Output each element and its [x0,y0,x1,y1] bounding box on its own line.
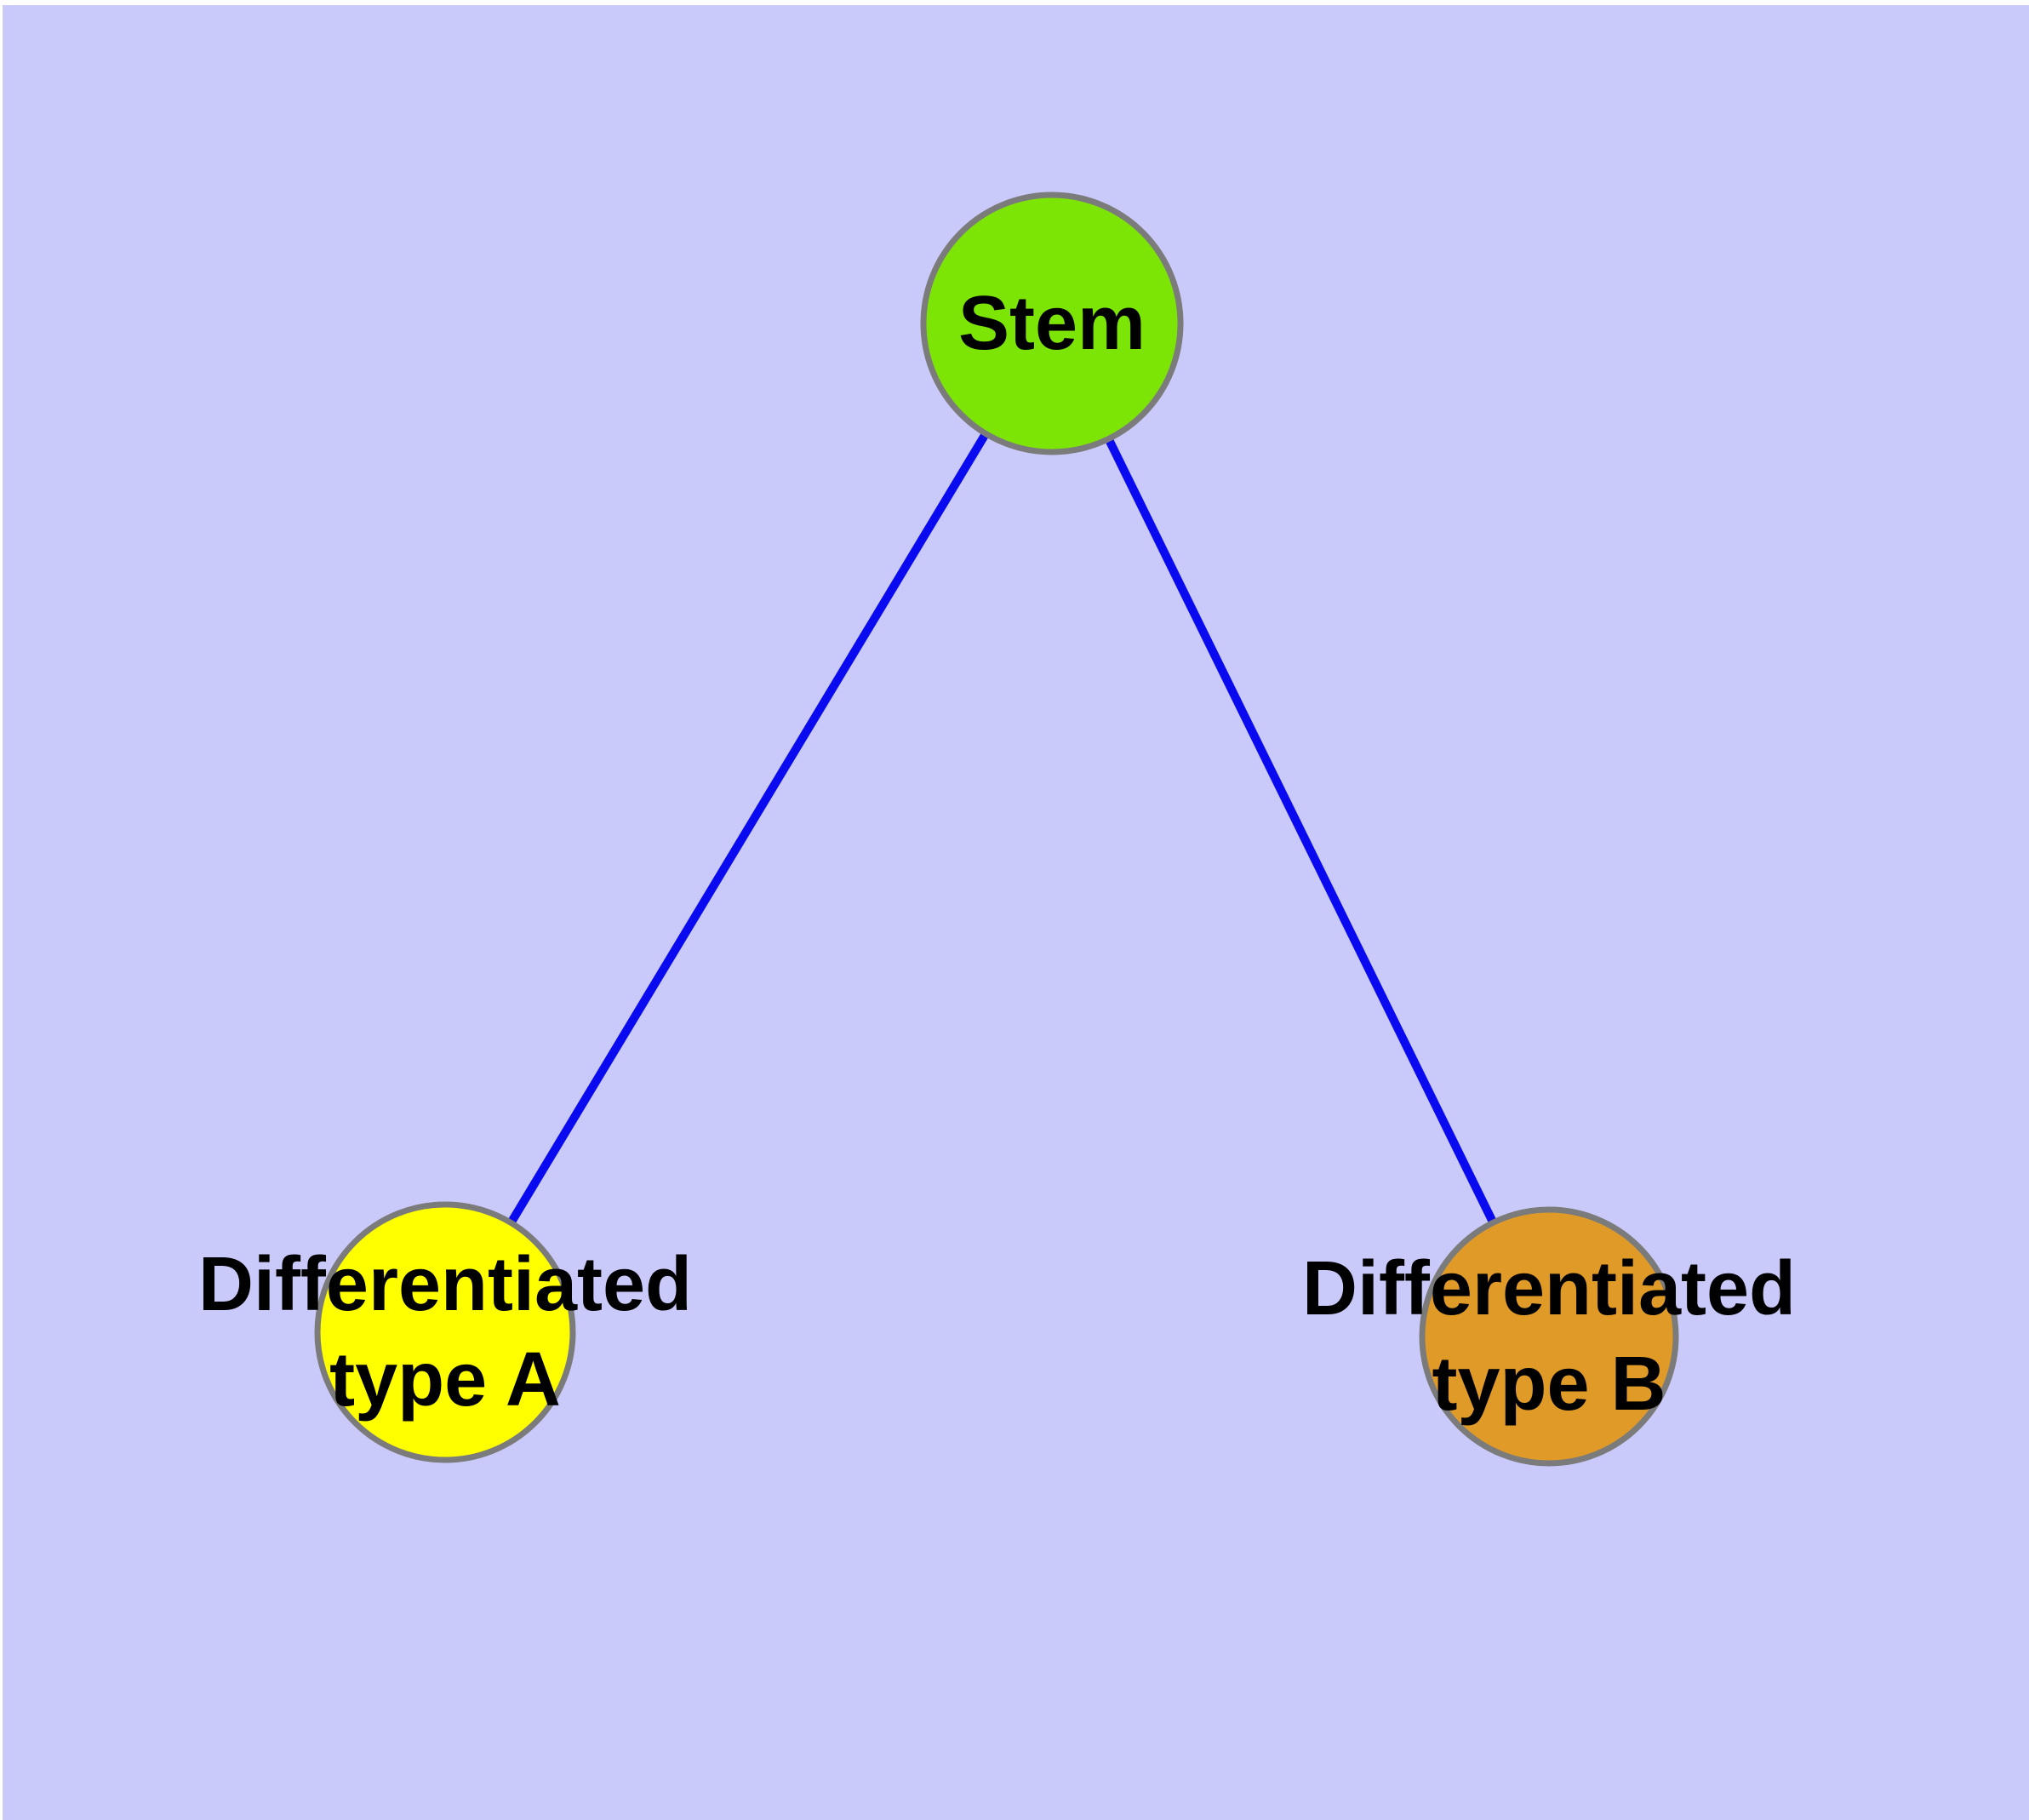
node-diff-a-label: Differentiated type A [198,1242,692,1422]
node-stem-label: Stem [958,281,1146,366]
node-stem-label-line: Stem [958,281,1146,366]
node-diff-b-label-line: type B [1432,1342,1666,1427]
edge-stem-diff-a [441,321,1056,1335]
edge-layer [441,321,1553,1339]
node-diff-a-circle [314,1201,576,1463]
node-diff-b-circle [1419,1206,1679,1467]
node-diff-a-label-line: type A [329,1337,561,1422]
node-diff-b-label-line: Differentiated [1302,1246,1796,1331]
node-layer [314,192,1679,1467]
node-diff-b-label: Differentiated type B [1302,1246,1796,1427]
edge-stem-diff-b [1048,321,1553,1339]
node-stem-circle [920,192,1184,455]
node-diff-a-label-line: Differentiated [198,1242,692,1327]
